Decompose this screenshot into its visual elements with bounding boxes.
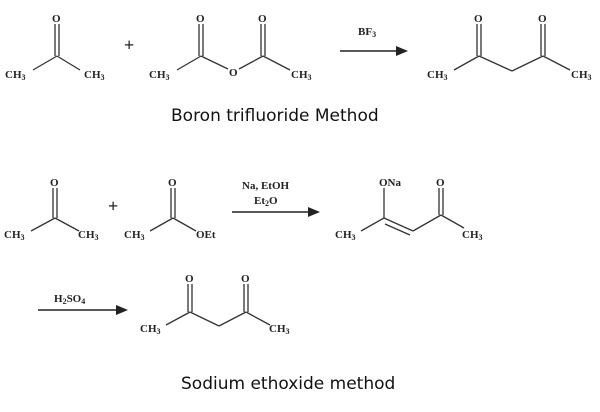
acetylacetone-molecule: O O CH3 CH3 — [140, 273, 290, 336]
methyl-right-label: CH3 — [84, 69, 105, 82]
reaction-arrow: BF3 — [340, 26, 408, 56]
methyl-left-label: CH3 — [4, 229, 25, 242]
acetic-anhydride-molecule: O O O CH3 CH3 — [149, 13, 312, 82]
carbonyl-oxygen-label: O — [185, 273, 194, 285]
methyl-right-label: CH3 — [571, 69, 592, 82]
sodium-oxide-label: ONa — [379, 177, 402, 189]
bridge-oxygen-label: O — [229, 67, 238, 79]
oxygen-label: O — [168, 177, 177, 189]
acetone-molecule: O CH3 CH3 — [5, 13, 105, 82]
methyl-right-label: CH3 — [269, 323, 290, 336]
carbonyl-oxygen-label: O — [474, 13, 483, 25]
acid-reagent-label: H2SO4 — [54, 293, 85, 306]
reagent-label: Na, EtOH — [242, 180, 290, 192]
carbonyl-oxygen-label: O — [258, 13, 267, 25]
carbonyl-oxygen-label: O — [538, 13, 547, 25]
plus-sign: + — [108, 196, 118, 216]
oxygen-label: O — [436, 177, 445, 189]
arrowhead-icon — [308, 207, 320, 217]
acidification-arrow: H2SO4 — [38, 293, 128, 315]
oxygen-label: O — [52, 13, 61, 25]
carbonyl-oxygen-label: O — [196, 13, 205, 25]
method-caption: Boron trifluoride Method — [171, 106, 379, 126]
sodium-enolate-molecule: ONa O CH3 CH3 — [335, 177, 483, 242]
ethyl-acetate-molecule: O CH3 OEt — [124, 177, 216, 242]
solvent-label: Et2O — [254, 195, 278, 208]
reaction-1: O CH3 CH3 + O O O CH3 CH3 BF3 — [5, 13, 592, 126]
carbonyl-oxygen-label: O — [241, 273, 250, 285]
arrowhead-icon — [396, 46, 408, 56]
method-caption: Sodium ethoxide method — [181, 374, 395, 394]
acetylacetone-molecule: O O CH3 CH3 — [427, 13, 592, 82]
methyl-left-label: CH3 — [5, 69, 26, 82]
arrowhead-icon — [116, 305, 128, 315]
reaction-2: O CH3 CH3 + O CH3 OEt Na, EtOH Et2O — [4, 177, 483, 394]
methyl-right-label: CH3 — [291, 69, 312, 82]
methyl-left-label: CH3 — [427, 69, 448, 82]
methyl-right-label: CH3 — [78, 229, 99, 242]
ethoxy-label: OEt — [196, 229, 216, 241]
methyl-label: CH3 — [124, 229, 145, 242]
methyl-left-label: CH3 — [140, 323, 161, 336]
methyl-right-label: CH3 — [462, 229, 483, 242]
methyl-left-label: CH3 — [335, 229, 356, 242]
reagent-label: BF3 — [358, 26, 376, 39]
plus-sign: + — [124, 35, 134, 55]
reaction-arrow: Na, EtOH Et2O — [232, 180, 320, 217]
acetone-molecule: O CH3 CH3 — [4, 177, 99, 242]
methyl-left-label: CH3 — [149, 69, 170, 82]
oxygen-label: O — [50, 177, 59, 189]
